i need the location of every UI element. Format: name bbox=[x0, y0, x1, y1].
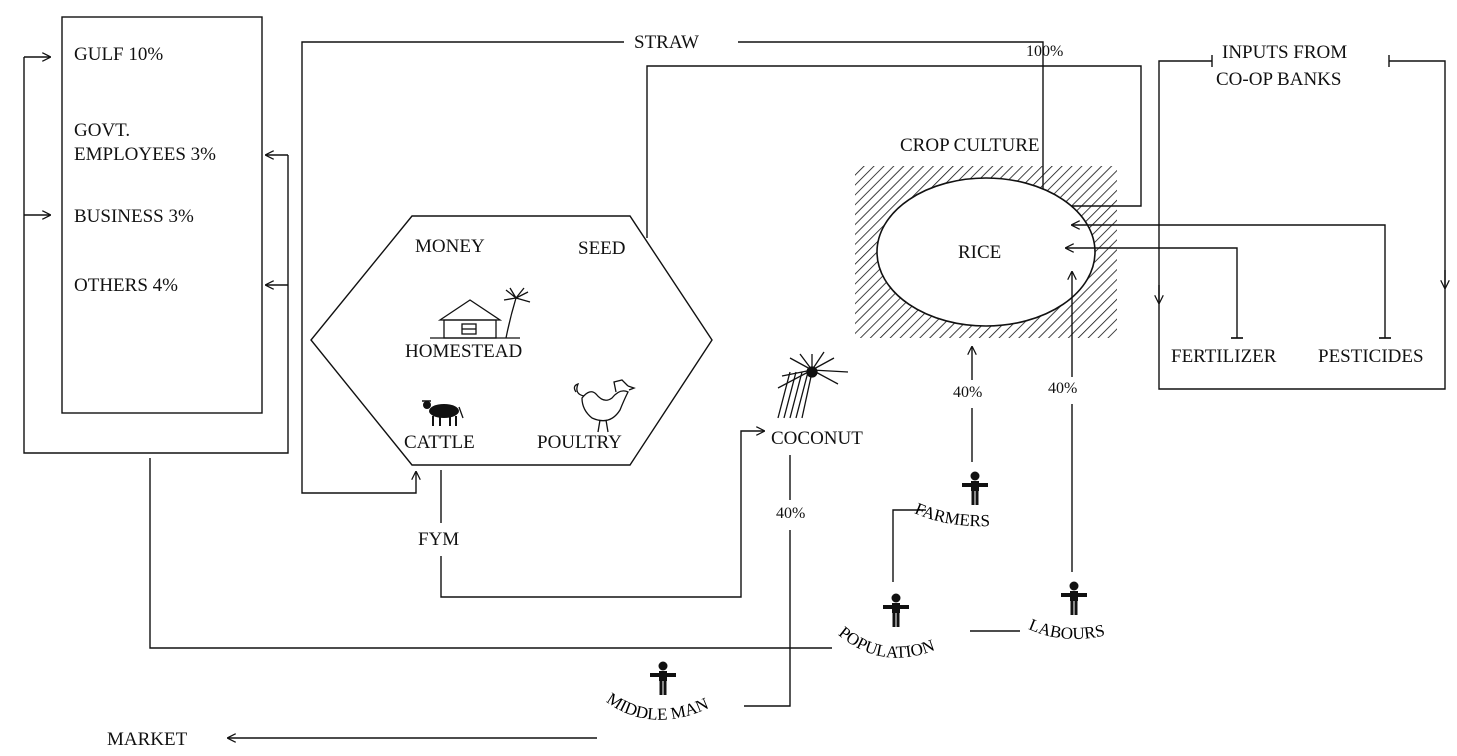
cattle-label: CATTLE bbox=[404, 433, 475, 452]
income-others: OTHERS 4% bbox=[74, 276, 178, 295]
labours-label: LABOURS bbox=[1026, 615, 1106, 643]
income-business: BUSINESS 3% bbox=[74, 207, 194, 226]
middle-man-label: MIDDLE MAN bbox=[603, 689, 711, 724]
population-to-income-line bbox=[150, 458, 832, 648]
rice-label: RICE bbox=[958, 243, 1001, 262]
labours-percent: 40% bbox=[1048, 381, 1077, 397]
poultry-label: POULTRY bbox=[537, 433, 622, 452]
crop-culture-title: CROP CULTURE bbox=[900, 136, 1040, 155]
poultry-icon bbox=[574, 380, 634, 432]
coconut-label: COCONUT bbox=[771, 429, 863, 448]
population-label: POPULATION bbox=[835, 623, 937, 662]
population-person-icon bbox=[883, 594, 909, 628]
income-gulf: GULF 10% bbox=[74, 45, 163, 64]
income-govt-line2: EMPLOYEES 3% bbox=[74, 145, 216, 164]
farmers-percent: 40% bbox=[953, 385, 982, 401]
fym-line-2 bbox=[441, 431, 764, 597]
income-outer-frame bbox=[24, 57, 288, 453]
straw-percent: 100% bbox=[1026, 44, 1063, 60]
population-farmers-link bbox=[893, 510, 926, 582]
middle-man-person-icon bbox=[650, 662, 676, 696]
straw-line-left bbox=[302, 42, 624, 493]
income-govt-line1: GOVT. bbox=[74, 121, 130, 140]
pesticides-label: PESTICIDES bbox=[1318, 347, 1424, 366]
homestead-label: HOMESTEAD bbox=[405, 342, 522, 361]
fym-label: FYM bbox=[418, 530, 459, 549]
coconut-to-middleman-2 bbox=[744, 530, 790, 706]
labours-person-icon bbox=[1061, 582, 1087, 616]
pesticides-to-rice bbox=[1072, 225, 1385, 338]
cattle-icon bbox=[422, 401, 463, 426]
money-label: MONEY bbox=[415, 237, 485, 256]
inputs-title-line1: INPUTS FROM bbox=[1222, 43, 1347, 62]
homestead-house-icon bbox=[430, 288, 530, 338]
inputs-title-line2: CO-OP BANKS bbox=[1216, 70, 1341, 89]
fertilizer-label: FERTILIZER bbox=[1171, 347, 1276, 366]
farmers-person-icon bbox=[962, 472, 988, 506]
coconut-percent: 40% bbox=[776, 506, 805, 522]
seed-label: SEED bbox=[578, 239, 626, 258]
market-label: MARKET bbox=[107, 730, 187, 749]
coconut-palm-icon bbox=[778, 352, 848, 418]
straw-label: STRAW bbox=[634, 33, 699, 52]
